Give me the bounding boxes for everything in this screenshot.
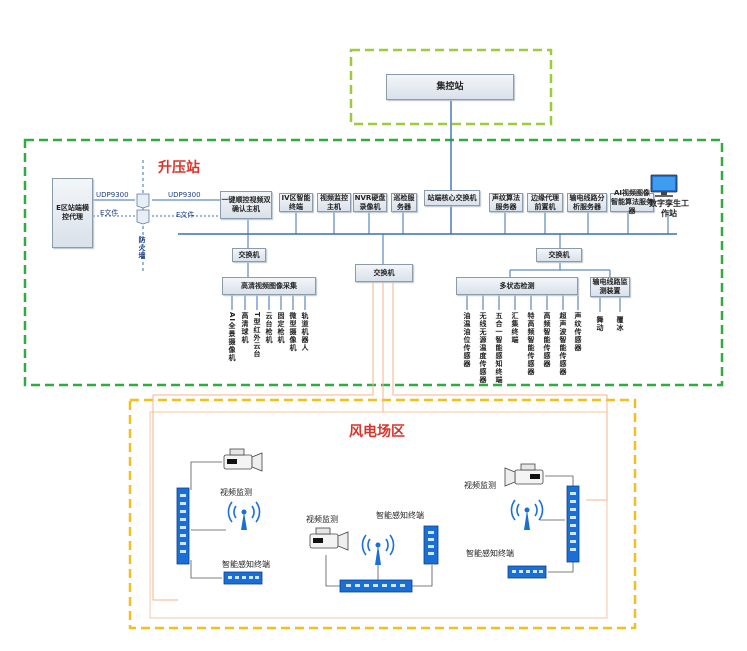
- switch-label: 交换机: [238, 250, 260, 259]
- sensor-item-6: 超声波智能传感器: [559, 312, 567, 376]
- switch-middle: 交换机: [355, 264, 413, 282]
- switch-right: 交换机: [536, 248, 582, 262]
- server-box-2: 视频监控主机: [317, 193, 351, 212]
- sensor-item-5: 高频智能传感器: [543, 312, 551, 368]
- server-label: AI视频图像智能算法服务器: [611, 189, 653, 215]
- server-label: 一键顺控视频双确认主机: [221, 196, 271, 213]
- server-label: IV区智能终端: [281, 193, 311, 211]
- switch-label: 交换机: [373, 268, 395, 277]
- server-label: 视频监控主机: [320, 193, 348, 211]
- sensor-item-1: 无线无源温度传感器: [479, 312, 487, 384]
- video-monitor-label-right: 视频监测: [464, 481, 496, 490]
- line-item-0: 舞动: [596, 316, 604, 332]
- server-label: 输电线路分析服务器: [569, 193, 605, 211]
- firewall-label: 防火墙: [138, 236, 146, 260]
- smart-terminal-label-right: 智能感知终端: [466, 549, 514, 558]
- line-monitor-box: 输电线路监测装置: [590, 277, 630, 297]
- server-box-1: IV区智能终端: [279, 193, 313, 212]
- line-item-1: 覆冰: [616, 316, 624, 332]
- control-station-box: 集控站: [386, 74, 514, 100]
- server-box-3: NVR硬盘录像机: [353, 193, 387, 212]
- workstation-label: 数字孪生工作站: [649, 199, 689, 218]
- sensor-item-0: 油温油位传感器: [463, 312, 471, 368]
- server-label: 声纹算法服务器: [492, 193, 520, 211]
- camera-item-3: 云台枪机: [265, 312, 273, 344]
- switch-left: 交换机: [232, 248, 266, 262]
- server-box-8: 输电线路分析服务器: [567, 193, 607, 212]
- booster-station-title: 升压站: [158, 160, 200, 176]
- sensor-item-3: 汇集终端: [511, 312, 519, 344]
- sensor-item-4: 特高频智能传感器: [527, 312, 535, 376]
- smart-terminal-label-mid: 智能感知终端: [376, 511, 424, 520]
- camera-group-box: 高清视频图像采集: [222, 277, 316, 295]
- agent-label: E区站端横控代理: [56, 204, 89, 221]
- server-box-6: 声纹算法服务器: [489, 193, 523, 212]
- camera-item-4: 固定枪机: [277, 312, 285, 344]
- video-monitor-label-mid: 视频监测: [306, 515, 338, 524]
- udp-left-label: UDP9300: [96, 191, 129, 199]
- server-box-7: 边缘代理前置机: [527, 193, 563, 212]
- camera-item-5: 微型摄像机: [289, 312, 297, 352]
- agent-box: E区站端横控代理: [52, 178, 93, 248]
- sensor-item-7: 声纹传感器: [574, 312, 582, 352]
- line-monitor-label: 输电线路监测装置: [592, 278, 628, 295]
- efile-right-label: E文件: [176, 211, 195, 219]
- video-monitor-label-left: 视频监测: [220, 488, 252, 497]
- control-station-label: 集控站: [436, 81, 464, 92]
- camera-item-2: T型红外云台: [253, 312, 261, 358]
- camera-group-label: 高清视频图像采集: [241, 281, 297, 290]
- camera-item-0: AI全景摄像机: [228, 312, 236, 363]
- efile-left-label: E文件: [100, 209, 119, 217]
- udp-right-label: UDP9300: [168, 191, 201, 199]
- server-label: 站端核心交换机: [427, 193, 477, 202]
- server-label: NVR硬盘录像机: [354, 193, 386, 211]
- smart-terminal-label-left: 智能感知终端: [222, 560, 270, 569]
- multi-state-label: 多状态检测: [499, 281, 535, 290]
- sensor-item-2: 五合一智能感知终端: [495, 312, 503, 384]
- server-label: 边缘代理前置机: [531, 193, 559, 211]
- multi-state-box: 多状态检测: [456, 277, 578, 295]
- server-box-4: 巡检服务器: [391, 193, 417, 212]
- server-box-9: AI视频图像智能算法服务器: [610, 189, 654, 215]
- wind-farm-title: 风电场区: [349, 424, 405, 440]
- server-box-0: 一键顺控视频双确认主机: [220, 191, 272, 219]
- server-box-5: 站端核心交换机: [424, 190, 480, 206]
- camera-item-6: 轨道机器人: [301, 312, 309, 352]
- server-label: 巡检服务器: [393, 193, 415, 211]
- switch-label: 交换机: [548, 250, 570, 259]
- camera-item-1: 高清球机: [241, 312, 249, 344]
